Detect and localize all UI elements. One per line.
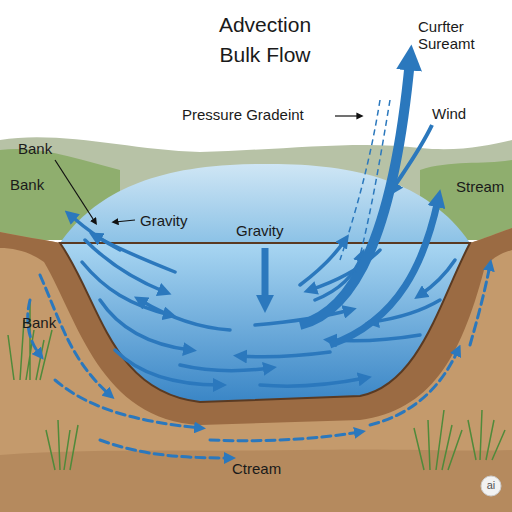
wind-arrow xyxy=(392,125,432,190)
watermark-badge xyxy=(481,476,501,496)
flow-arrow xyxy=(82,262,170,315)
soil-arrow xyxy=(370,350,458,425)
diagram-title: Advection Bulk Flow xyxy=(200,10,330,70)
force-label: Pressure Gradeint xyxy=(182,106,304,123)
bank-label: Bank xyxy=(10,176,44,193)
pressure-line xyxy=(340,100,380,260)
flow-arrow xyxy=(260,378,365,386)
grass-tuft xyxy=(8,300,52,380)
force-label: Gravity xyxy=(140,212,188,229)
grass xyxy=(8,300,505,470)
current-label: Curfter Sureamt xyxy=(418,18,498,53)
soil xyxy=(0,228,512,512)
soil-arrow xyxy=(100,440,230,458)
channel-water xyxy=(60,243,470,402)
water-surface xyxy=(60,164,470,243)
grass-tuft xyxy=(414,410,462,470)
grass-tuft xyxy=(468,410,505,460)
soil-arrow xyxy=(40,275,110,395)
watermark: ai xyxy=(481,479,501,492)
ground-base xyxy=(0,449,512,512)
stream-label: Stream xyxy=(456,178,504,195)
leader-arrow xyxy=(55,160,95,222)
pressure-line xyxy=(355,100,390,275)
leader-arrow xyxy=(115,220,135,222)
stream-label: Ctream xyxy=(232,460,281,477)
upwelling-arrow xyxy=(300,60,410,325)
flow-arrow xyxy=(85,240,165,292)
soil-arrow xyxy=(470,265,490,345)
flow-arrow xyxy=(180,365,270,371)
soil-arrow xyxy=(210,432,360,441)
soil-flow-arrows xyxy=(28,265,490,458)
flow-arrow xyxy=(140,300,230,330)
bank-label: Bank xyxy=(22,314,56,331)
gravity-arrow xyxy=(262,248,269,302)
flow-arrow xyxy=(95,236,175,272)
force-label: Gravity xyxy=(236,222,284,239)
flow-arrow xyxy=(240,352,330,357)
bank-label: Bank xyxy=(18,140,52,157)
flow-arrow xyxy=(100,300,190,350)
force-label: Wind xyxy=(432,105,466,122)
soil-arrow xyxy=(55,380,200,428)
grass-tuft xyxy=(46,420,78,470)
flow-arrow xyxy=(420,260,455,295)
leader-arrow xyxy=(335,115,360,116)
stream-arrow xyxy=(330,200,438,345)
